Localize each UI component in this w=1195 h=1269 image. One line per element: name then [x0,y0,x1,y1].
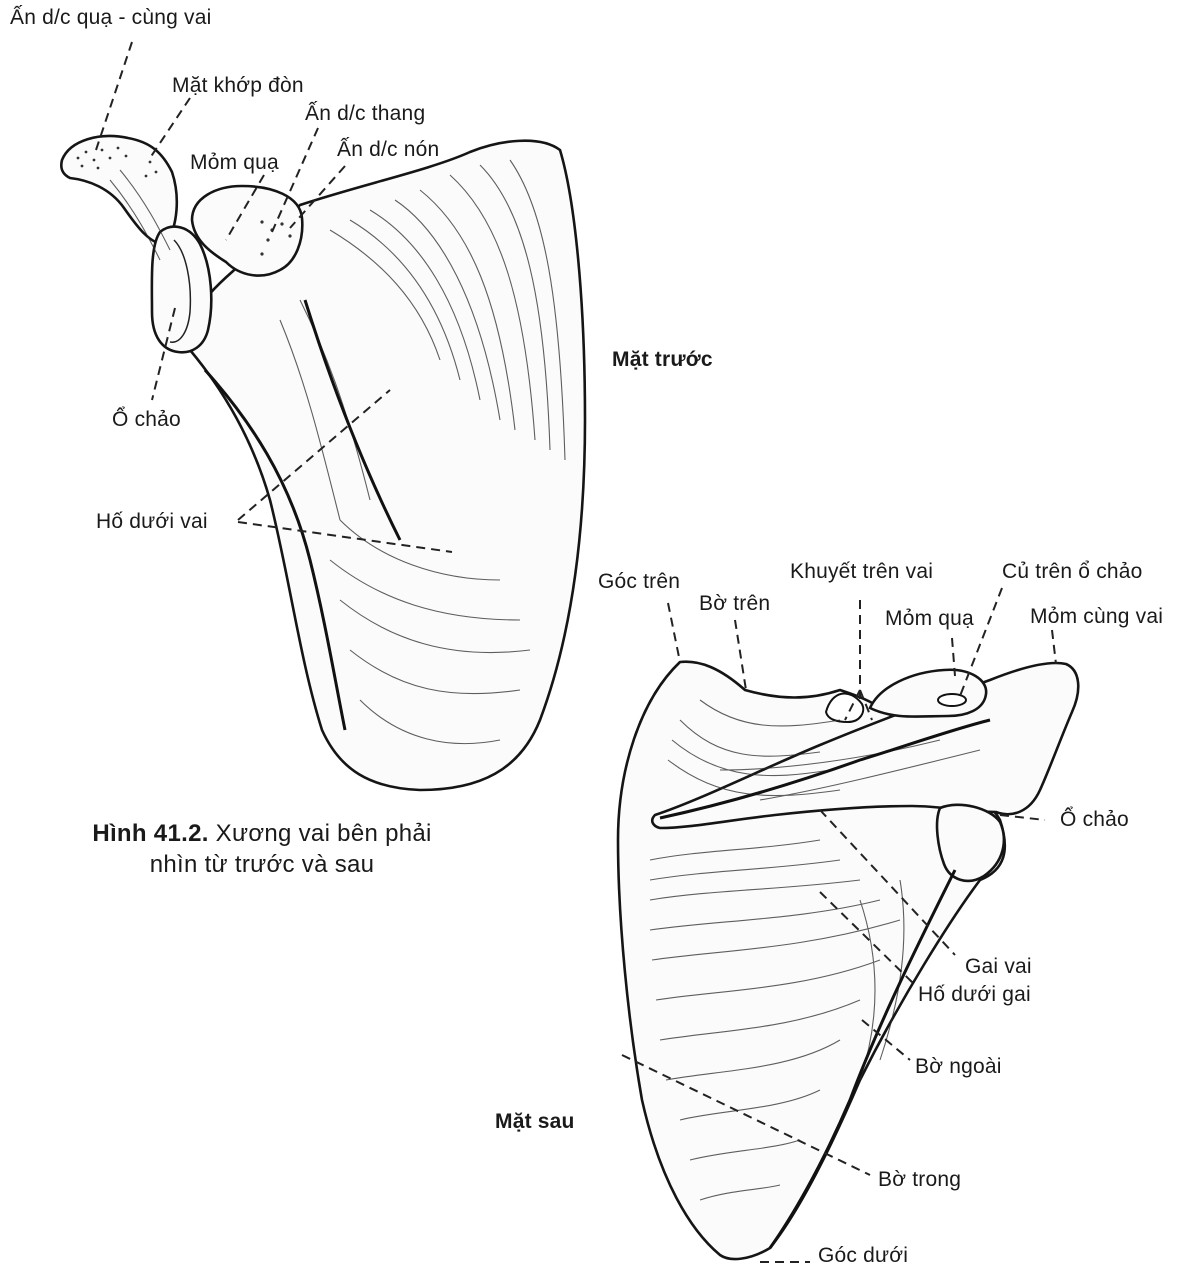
caption-number: Hình 41.2. [92,820,208,847]
label-superior-angle: Góc trên [598,570,680,594]
label-supraglenoid-tubercle: Củ trên ổ chảo [1002,560,1143,584]
posterior-coracoid [870,670,986,717]
label-suprascapular-notch: Khuyết trên vai [790,560,933,584]
label-coracoid-process-posterior: Mỏm quạ [885,607,974,631]
posterior-supraglenoid-tubercle [938,694,966,706]
label-conoid-impression: Ấn d/c nón [337,138,439,162]
label-clavicular-facet: Mặt khớp đòn [172,74,304,98]
label-coracoacromial-ligament-impression: Ấn d/c quạ - cùng vai [10,6,212,30]
figure-caption: Hình 41.2. Xương vai bên phải nhìn từ tr… [62,818,462,880]
label-glenoid-cavity-anterior: Ổ chảo [112,408,181,432]
label-lateral-border: Bờ ngoài [915,1055,1002,1079]
label-glenoid-cavity-posterior: Ổ chảo [1060,808,1129,832]
caption-line-1: Hình 41.2. Xương vai bên phải [62,818,462,849]
label-medial-border: Bờ trong [878,1168,961,1192]
label-superior-border: Bờ trên [699,592,770,616]
label-trapezoid-impression: Ấn d/c thang [305,102,425,126]
title-posterior-view: Mặt sau [495,1110,575,1134]
label-spine: Gai vai [965,955,1032,979]
label-coracoid-process-anterior: Mỏm quạ [190,151,279,175]
label-subscapular-fossa: Hố dưới vai [96,510,208,534]
anterior-glenoid [152,227,211,353]
caption-text-line-2: nhìn từ trước và sau [62,849,462,880]
posterior-scapula [618,588,1078,1262]
caption-text-line-1: Xương vai bên phải [216,820,432,847]
label-inferior-angle: Góc dưới [818,1244,908,1268]
label-acromion: Mỏm cùng vai [1030,605,1163,629]
title-anterior-view: Mặt trước [612,348,713,372]
label-infraspinous-fossa: Hố dưới gai [918,983,1031,1007]
